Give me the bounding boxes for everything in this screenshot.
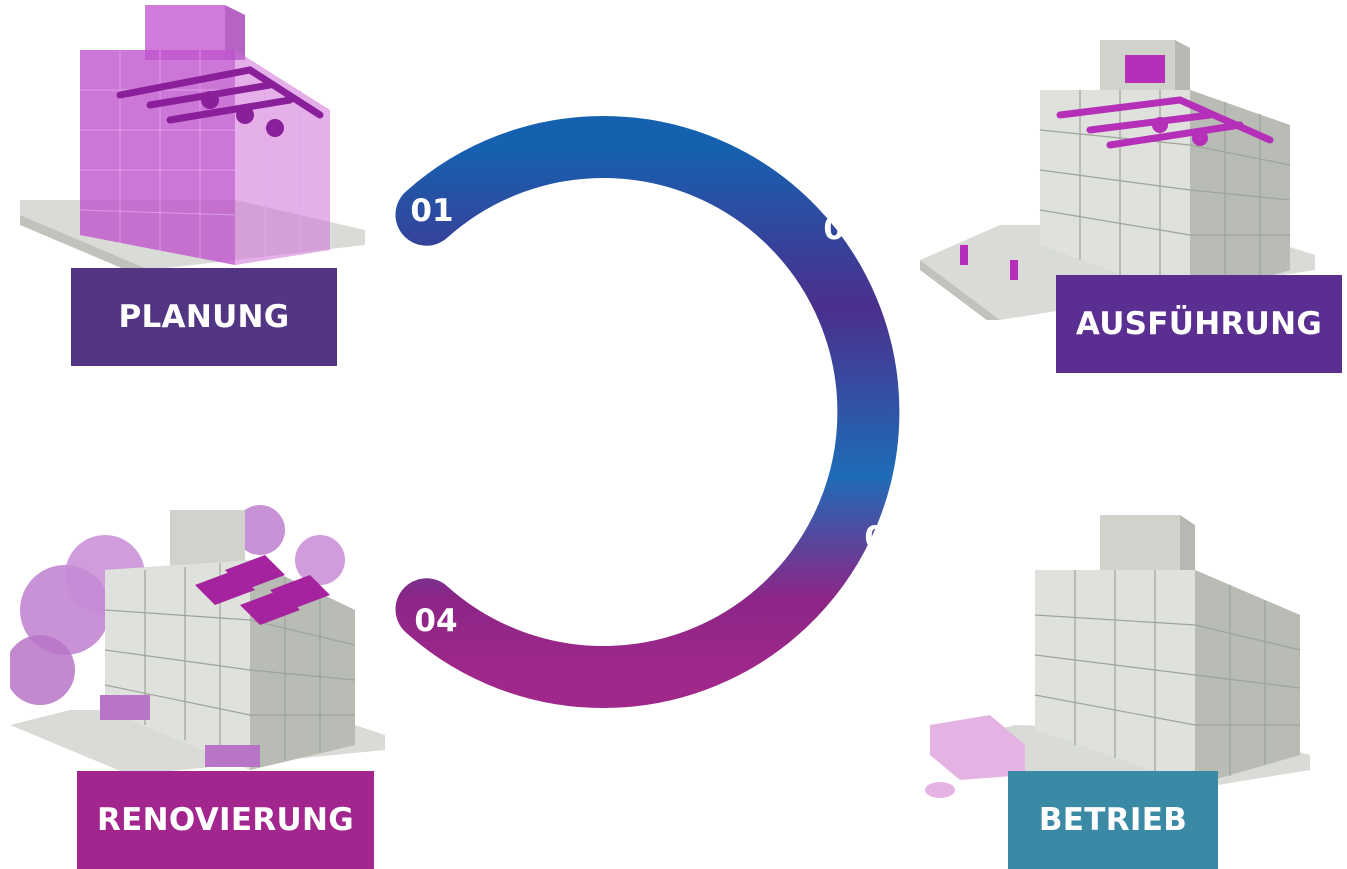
stage-number-01: 01 <box>410 193 453 229</box>
cycle-arc <box>395 116 900 708</box>
stage-label-planung: PLANUNG <box>71 268 337 366</box>
stage-label-renovierung: RENOVIERUNG <box>77 771 374 869</box>
stage-number-04: 04 <box>414 603 457 639</box>
stage-number-03: 03 <box>864 520 907 556</box>
building-planning-wireframe-icon <box>20 5 365 280</box>
building-operation-icon <box>925 515 1310 805</box>
stage-label-betrieb: BETRIEB <box>1008 771 1218 869</box>
building-construction-icon <box>920 40 1315 320</box>
building-renovation-icon <box>10 505 385 775</box>
stage-number-02: 02 <box>823 211 866 247</box>
stage-label-ausfuehrung: AUSFÜHRUNG <box>1056 275 1342 373</box>
